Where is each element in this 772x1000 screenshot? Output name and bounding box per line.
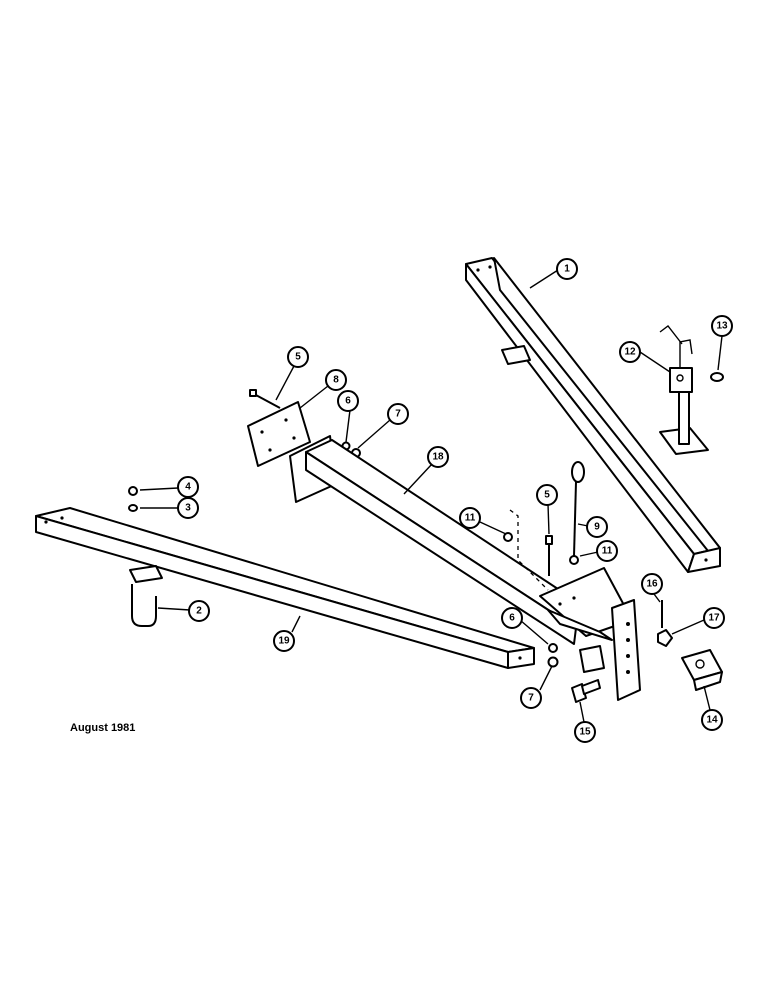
callout-6-lower: 6 (501, 607, 523, 629)
callout-14: 14 (701, 709, 723, 731)
callout-12: 12 (619, 341, 641, 363)
pin-part-15 (571, 679, 601, 703)
nut-washer-left (128, 486, 138, 512)
callout-text-3: 3 (185, 503, 191, 514)
callout-5-upper: 5 (287, 346, 309, 368)
callout-1: 1 (556, 258, 578, 280)
callout-text-6-lower: 6 (509, 613, 515, 624)
callout-text-17: 17 (708, 613, 720, 624)
bolt-part-5-center (545, 535, 553, 576)
callout-text-5-center: 5 (544, 490, 550, 501)
callout-text-5-upper: 5 (295, 352, 301, 363)
callouts: 1 13 12 5 8 6 7 18 4 3 11 5 9 11 16 17 2… (177, 258, 733, 743)
callout-text-11-right: 11 (602, 546, 613, 557)
callout-text-7-upper: 7 (395, 409, 401, 420)
nut-washer-lower (547, 643, 559, 668)
callout-text-13: 13 (716, 321, 728, 332)
bolt-part-5-upper (249, 389, 281, 409)
callout-text-12: 12 (624, 347, 636, 358)
tube-part-19 (35, 507, 535, 669)
jack-stand-part-12 (659, 325, 709, 455)
callout-6-upper: 6 (337, 390, 359, 412)
callout-11-left: 11 (459, 507, 481, 529)
callout-text-19: 19 (278, 636, 290, 647)
callout-text-14: 14 (706, 715, 718, 726)
callout-16: 16 (641, 573, 663, 595)
nuts-part-11 (503, 509, 579, 591)
callout-8: 8 (325, 369, 347, 391)
callout-19: 19 (273, 630, 295, 652)
plate-part-8 (247, 401, 311, 467)
date-label: August 1981 (70, 722, 136, 734)
callout-text-15: 15 (579, 727, 591, 738)
callout-text-1: 1 (564, 264, 570, 275)
callout-18: 18 (427, 446, 449, 468)
callout-text-4: 4 (185, 482, 191, 493)
callout-text-8: 8 (333, 375, 339, 386)
callout-7-lower: 7 (520, 687, 542, 709)
leader-lines (139, 269, 723, 723)
callout-text-6-upper: 6 (345, 396, 351, 407)
callout-text-11-left: 11 (465, 513, 476, 524)
callout-3: 3 (177, 497, 199, 519)
callout-text-9: 9 (594, 522, 600, 533)
callout-7-upper: 7 (387, 403, 409, 425)
callout-text-16: 16 (646, 579, 658, 590)
clevis-part-14 (681, 649, 723, 691)
tube-part-1 (465, 257, 721, 573)
u-bolt-part-2 (131, 584, 157, 627)
callout-17: 17 (703, 607, 725, 629)
callout-15: 15 (574, 721, 596, 743)
callout-9: 9 (586, 516, 608, 538)
washer-part-13 (710, 372, 724, 382)
callout-2: 2 (188, 600, 210, 622)
hitch-assembly (539, 567, 641, 701)
nut-part-17 (657, 629, 673, 647)
callout-text-18: 18 (432, 452, 444, 463)
callout-5-center: 5 (536, 484, 558, 506)
callout-text-7-lower: 7 (528, 693, 534, 704)
callout-13: 13 (711, 315, 733, 337)
hook-part-9 (571, 461, 585, 557)
callout-11-right: 11 (596, 540, 618, 562)
callout-4: 4 (177, 476, 199, 498)
callout-text-2: 2 (196, 606, 202, 617)
